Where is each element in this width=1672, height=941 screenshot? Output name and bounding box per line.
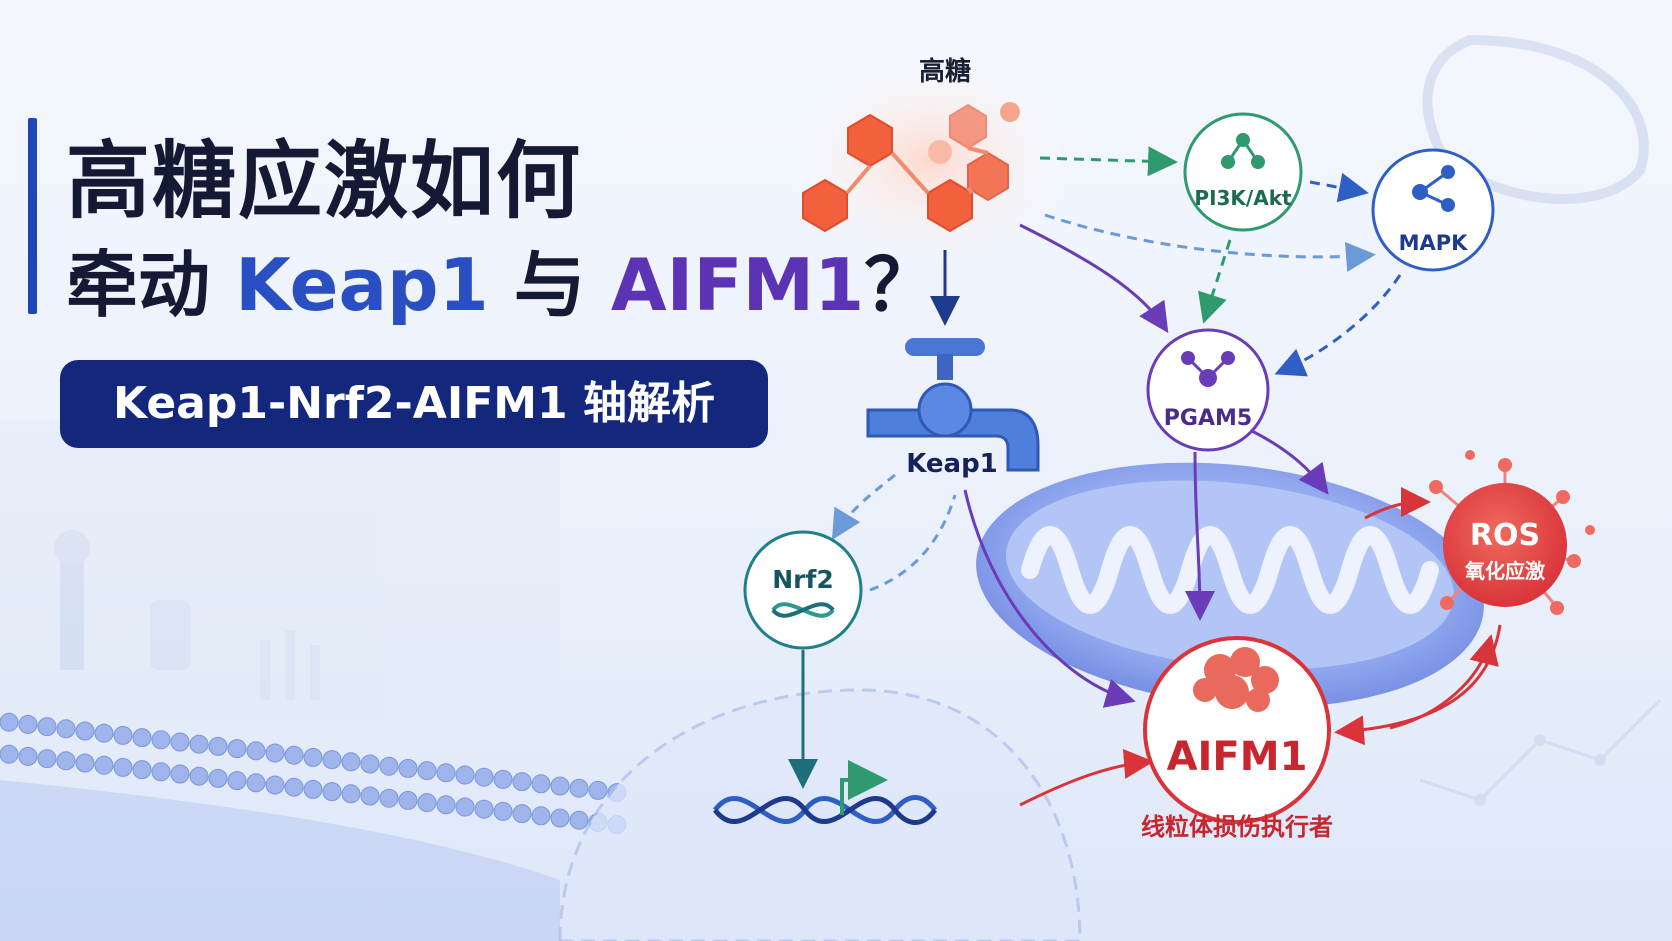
background-decoration xyxy=(0,34,1662,806)
membrane-bead xyxy=(208,768,228,788)
membrane-bead xyxy=(0,744,19,764)
subtitle-badge: Keap1-Nrf2-AIFM1 轴解析 xyxy=(60,360,768,448)
membrane-bead xyxy=(493,801,513,821)
membrane-bead xyxy=(208,736,228,756)
glucose-label: 高糖 xyxy=(919,56,971,87)
title-line-2-suffix: ？ xyxy=(864,243,937,327)
membrane-bead xyxy=(474,767,494,787)
membrane-bead xyxy=(18,714,38,734)
mapk-label: MAPK xyxy=(1399,231,1469,255)
membrane-bead xyxy=(550,808,570,828)
membrane-bead xyxy=(189,766,209,786)
membrane-bead xyxy=(341,752,361,772)
membrane-bead xyxy=(284,777,304,797)
membrane-bead xyxy=(531,774,551,794)
membrane-bead xyxy=(56,751,76,771)
aifm1-sublabel: 线粒体损伤执行者 xyxy=(1141,813,1333,841)
cell-membrane xyxy=(0,712,627,941)
membrane-bead xyxy=(588,780,608,800)
membrane-bead xyxy=(18,746,38,766)
membrane-bead xyxy=(436,795,456,815)
aifm1-label: AIFM1 xyxy=(1167,734,1308,780)
ros-node xyxy=(1429,450,1595,615)
title-line-2: 牵动 Keap1 与 AIFM1？ xyxy=(66,226,936,331)
pi3k-label: PI3K/Akt xyxy=(1194,186,1292,210)
membrane-bead xyxy=(37,749,57,769)
membrane-bead xyxy=(455,765,475,785)
title-keap1: Keap1 xyxy=(235,243,489,327)
membrane-bead xyxy=(398,790,418,810)
membrane-bead xyxy=(132,760,152,780)
title-line-2-mid: 与 xyxy=(488,243,611,327)
title-aifm1: AIFM1 xyxy=(610,243,865,327)
membrane-bead xyxy=(303,779,323,799)
glucose-molecule xyxy=(780,50,1080,270)
mitochondrion xyxy=(976,462,1484,708)
membrane-bead xyxy=(360,754,380,774)
membrane-bead xyxy=(455,797,475,817)
ros-sublabel: 氧化应激 xyxy=(1464,559,1545,583)
membrane-bead xyxy=(227,771,247,791)
keap1-faucet-icon xyxy=(866,338,1040,472)
membrane-bead xyxy=(569,810,589,830)
keap1-label: Keap1 xyxy=(906,449,998,479)
membrane-bead xyxy=(56,719,76,739)
membrane-bead xyxy=(322,782,342,802)
membrane-bead xyxy=(569,778,589,798)
pgam5-label: PGAM5 xyxy=(1164,406,1252,431)
membrane-bead xyxy=(322,750,342,770)
aifm1-node xyxy=(1143,636,1331,824)
membrane-bead xyxy=(151,730,171,750)
nrf2-node xyxy=(743,530,863,650)
title-line-2-prefix: 牵动 xyxy=(66,243,236,327)
membrane-bead xyxy=(113,725,133,745)
membrane-bead xyxy=(417,793,437,813)
membrane-bead xyxy=(170,732,190,752)
title-line-1: 高糖应激如何 xyxy=(66,132,583,230)
membrane-bead xyxy=(341,784,361,804)
membrane-bead xyxy=(436,763,456,783)
pgam5-node xyxy=(1146,328,1270,452)
membrane-bead xyxy=(75,721,95,741)
membrane-bead xyxy=(531,806,551,826)
membrane-bead xyxy=(189,734,209,754)
membrane-bead xyxy=(379,756,399,776)
membrane-bead xyxy=(246,741,266,761)
nrf2-label: Nrf2 xyxy=(772,565,834,594)
membrane-bead xyxy=(474,799,494,819)
membrane-bead xyxy=(550,776,570,796)
membrane-bead xyxy=(132,728,152,748)
membrane-bead xyxy=(75,753,95,773)
membrane-bead xyxy=(227,739,247,759)
membrane-bead xyxy=(265,743,285,763)
dna-helix-icon xyxy=(713,760,937,825)
membrane-bead xyxy=(151,762,171,782)
membrane-bead xyxy=(512,772,532,792)
membrane-bead xyxy=(265,775,285,795)
membrane-bead xyxy=(417,761,437,781)
membrane-bead xyxy=(360,786,380,806)
membrane-bead xyxy=(94,723,114,743)
pi3k-akt-node xyxy=(1183,112,1303,232)
membrane-bead xyxy=(493,769,513,789)
membrane-bead xyxy=(37,717,57,737)
membrane-band xyxy=(0,780,560,941)
membrane-bead xyxy=(0,712,19,732)
membrane-bead xyxy=(512,804,532,824)
nucleus xyxy=(558,688,1082,941)
membrane-bead xyxy=(113,757,133,777)
membrane-bead xyxy=(303,747,323,767)
title-accent-bar xyxy=(28,118,37,314)
membrane-bead xyxy=(246,773,266,793)
pathway-arrows xyxy=(788,146,1502,807)
membrane-bead xyxy=(94,755,114,775)
membrane-bead xyxy=(398,758,418,778)
membrane-bead xyxy=(379,788,399,808)
ros-label: ROS xyxy=(1470,518,1540,553)
mapk-node xyxy=(1371,148,1495,272)
membrane-bead xyxy=(170,764,190,784)
membrane-bead xyxy=(284,745,304,765)
